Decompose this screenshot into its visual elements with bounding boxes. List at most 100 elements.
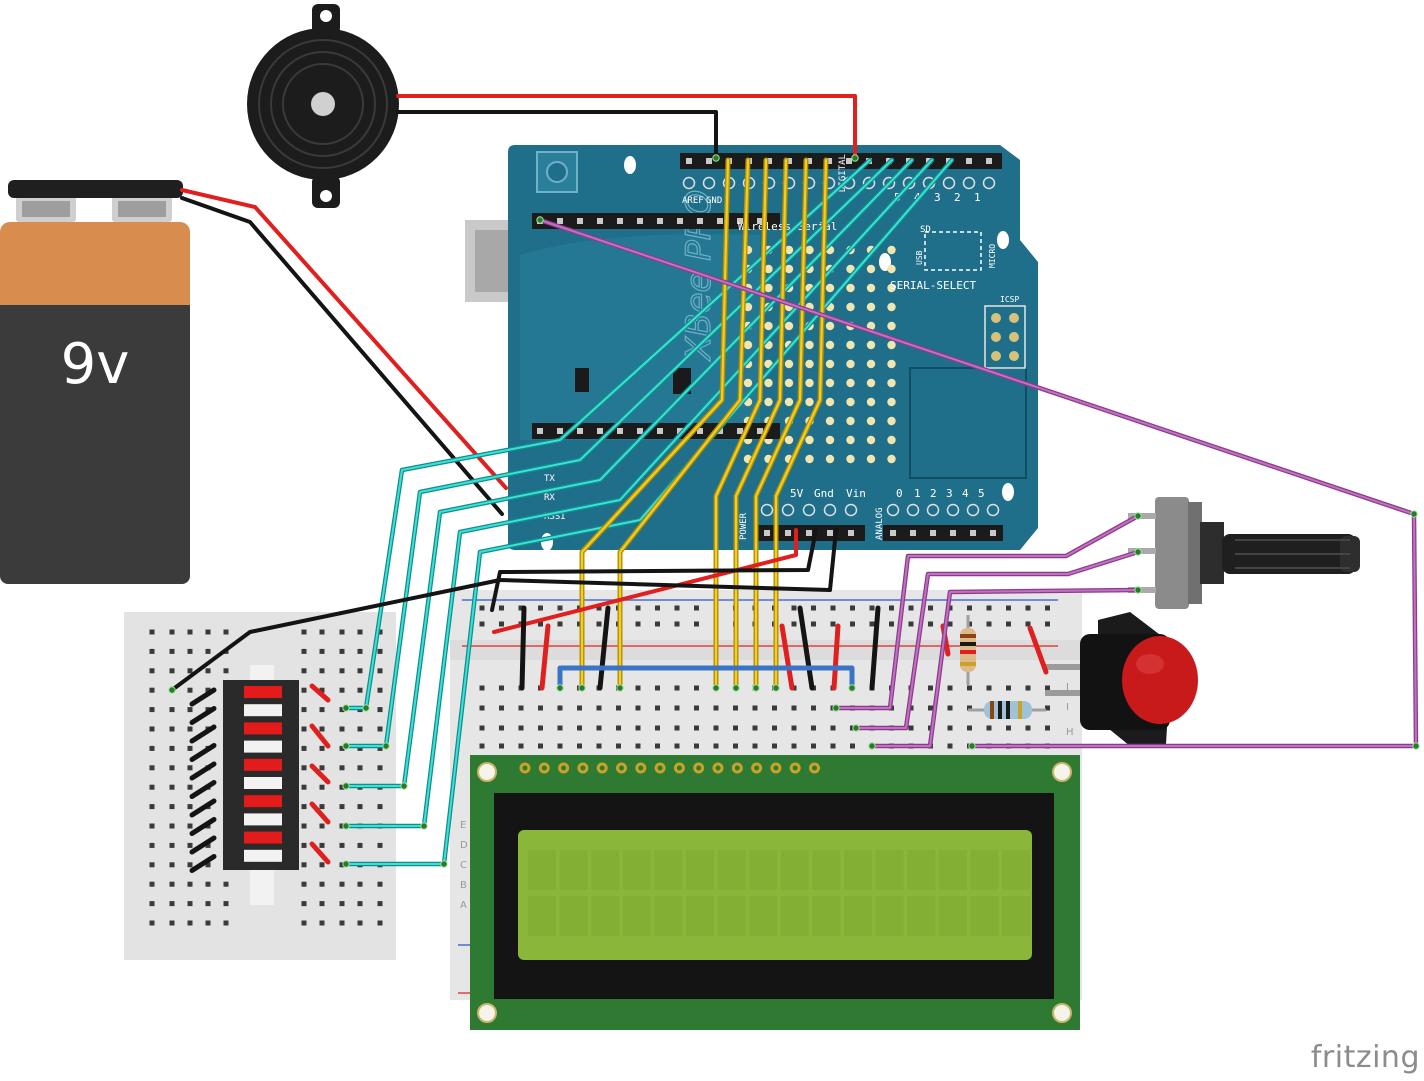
jumper-wire — [309, 801, 331, 825]
breadboard-hole — [538, 725, 543, 731]
breadboard-hole — [557, 705, 563, 711]
push-button — [1045, 612, 1198, 746]
jumper-wire — [309, 683, 331, 703]
breadboard-hole — [908, 605, 914, 611]
wire-end — [536, 216, 544, 224]
wire-end — [382, 742, 390, 750]
proto-hole — [866, 435, 876, 445]
mini-breadboard-hole — [301, 784, 307, 790]
breadboard-hole — [1006, 605, 1011, 611]
proto-hole — [887, 321, 896, 331]
breadboard-hole — [733, 705, 738, 711]
breadboard-hole — [811, 605, 816, 611]
proto-hole — [805, 435, 814, 445]
mini-breadboard-hole — [169, 707, 175, 713]
proto-hole — [825, 454, 835, 464]
breadboard-hole — [616, 743, 621, 749]
power-analog-header-pins — [760, 503, 1000, 536]
breadboard-hole — [694, 743, 699, 749]
breadboard-row-label: I — [1066, 702, 1069, 713]
lcd-pin-hole — [676, 765, 682, 771]
breadboard-hole — [791, 605, 797, 611]
wire-end — [732, 684, 740, 692]
breadboard-hole — [596, 705, 602, 711]
breadboard-hole — [811, 705, 816, 711]
lcd-pin-hole — [638, 765, 644, 771]
wire-end — [968, 742, 976, 750]
proto-hole — [866, 378, 876, 388]
breadboard-hole — [850, 743, 855, 749]
led-ground-jumper — [189, 854, 217, 873]
wire-end — [362, 704, 370, 712]
wire-end — [420, 822, 428, 830]
breadboard-hole — [635, 705, 641, 711]
proto-hole — [846, 454, 855, 464]
breadboard-hole — [694, 725, 699, 731]
proto-hole — [887, 359, 896, 369]
mini-breadboard-hole — [223, 920, 229, 926]
icsp-pin — [991, 313, 1001, 323]
breadboard-hole — [1006, 685, 1011, 691]
breadboard-hole — [1006, 725, 1011, 731]
potentiometer — [1128, 497, 1360, 609]
proto-hole — [846, 302, 855, 312]
led-segment — [244, 758, 282, 771]
shield-label-power: POWER — [739, 512, 749, 540]
mini-breadboard-hole — [301, 881, 307, 887]
header-pin — [686, 158, 692, 164]
breadboard-hole — [499, 725, 504, 731]
lcd-character-cell — [528, 896, 556, 936]
breadboard-hole — [830, 621, 836, 627]
proto-hole — [846, 416, 855, 426]
proto-hole — [784, 397, 794, 407]
shield-label-rx: RX — [544, 493, 555, 503]
mini-breadboard-hole — [319, 687, 325, 693]
analog-pin — [910, 530, 916, 536]
proto-hole — [887, 397, 896, 407]
mini-breadboard-hole — [301, 842, 307, 848]
shield-label-sd: SD — [920, 225, 931, 235]
lcd-pin-hole — [715, 765, 721, 771]
breadboard-hole — [1045, 605, 1050, 611]
proto-hole — [784, 245, 794, 255]
mini-breadboard-hole — [377, 765, 383, 771]
breadboard-hole — [499, 685, 504, 691]
proto-hole — [866, 416, 876, 426]
breadboard-hole — [1045, 705, 1050, 711]
mini-breadboard-hole — [169, 920, 175, 926]
xbee-pin — [537, 428, 543, 434]
lcd-character-cell — [844, 896, 872, 936]
shield-label-tx: TX — [544, 474, 555, 484]
mini-breadboard-hole — [319, 823, 325, 829]
proto-hole — [866, 264, 876, 274]
mini-breadboard-hole — [149, 668, 155, 674]
mini-breadboard-hole — [149, 804, 155, 810]
mini-breadboard-hole — [169, 842, 175, 848]
breadboard-hole — [791, 621, 797, 627]
icsp-pin — [991, 351, 1001, 361]
mini-breadboard-hole — [205, 881, 211, 887]
breadboard-hole — [596, 725, 602, 731]
mini-breadboard-hole — [149, 745, 155, 751]
mini-breadboard-hole — [339, 707, 345, 713]
breadboard-hole — [791, 705, 797, 711]
proto-hole — [866, 397, 876, 407]
shield-label-digital: DIGITAL — [838, 154, 848, 192]
header-pad — [962, 176, 976, 190]
wire-end — [772, 684, 780, 692]
xbee-pin — [717, 218, 723, 224]
breadboard-hole — [811, 621, 816, 627]
mini-breadboard-hole — [149, 881, 155, 887]
mini-breadboard-hole — [187, 920, 193, 926]
proto-hole — [805, 397, 814, 407]
xbee-pin — [637, 218, 643, 224]
mini-breadboard-hole — [301, 804, 307, 810]
analog-pad — [966, 503, 980, 517]
proto-hole — [825, 340, 835, 350]
mini-breadboard-hole — [339, 765, 345, 771]
proto-hole — [887, 378, 896, 388]
breadboard-row-label: B — [460, 880, 467, 891]
mini-breadboard-hole — [319, 745, 325, 751]
wire-end — [848, 684, 856, 692]
